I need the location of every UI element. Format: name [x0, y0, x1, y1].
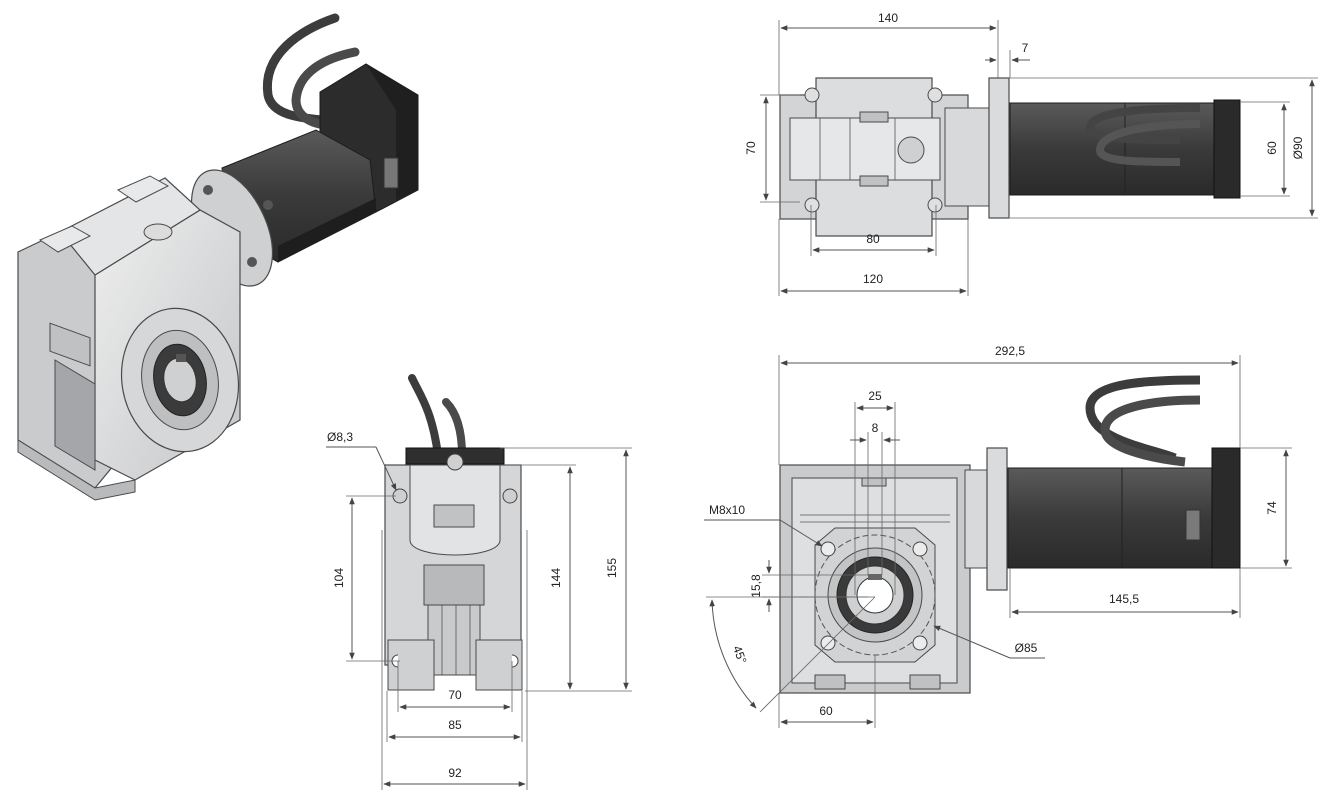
- dim-144: 144: [549, 568, 563, 588]
- dim-92: 92: [448, 766, 462, 780]
- dim-104: 104: [332, 568, 346, 588]
- top-view: [779, 77, 1241, 237]
- dim-85-front: 85: [448, 718, 462, 732]
- dim-80: 80: [866, 232, 880, 246]
- dim-70-top: 70: [744, 141, 758, 155]
- front-view-dimensions: Ø8,3 104 144 155 70 85 92: [326, 430, 632, 790]
- dim-d85: Ø85: [1015, 641, 1038, 655]
- dim-70-front: 70: [448, 688, 462, 702]
- dim-155: 155: [605, 558, 619, 578]
- top-view-dimensions: 140 7 70 60 Ø90 80 120: [744, 11, 1318, 296]
- dim-8: 8: [872, 421, 879, 435]
- dim-120: 120: [863, 272, 883, 286]
- dim-d8-3: Ø8,3: [327, 430, 353, 444]
- dim-d90: Ø90: [1291, 136, 1305, 159]
- dim-m8x10: M8x10: [709, 503, 745, 517]
- dim-7: 7: [1022, 41, 1029, 55]
- side-view: [779, 375, 1241, 694]
- front-view: [384, 374, 523, 691]
- side-view-dimensions: 292,5 25 8 M8x10 15,8 45° Ø85 60 145,5: [704, 344, 1292, 728]
- dim-60-top: 60: [1265, 141, 1279, 155]
- dim-145-5: 145,5: [1109, 592, 1139, 606]
- dim-140: 140: [878, 11, 898, 25]
- isometric-view: [17, 13, 419, 501]
- dim-60-side: 60: [819, 704, 833, 718]
- dim-25: 25: [868, 389, 882, 403]
- dim-45deg: 45°: [730, 644, 749, 666]
- dim-15-8: 15,8: [749, 574, 763, 598]
- dim-292-5: 292,5: [995, 344, 1025, 358]
- dim-74: 74: [1265, 501, 1279, 515]
